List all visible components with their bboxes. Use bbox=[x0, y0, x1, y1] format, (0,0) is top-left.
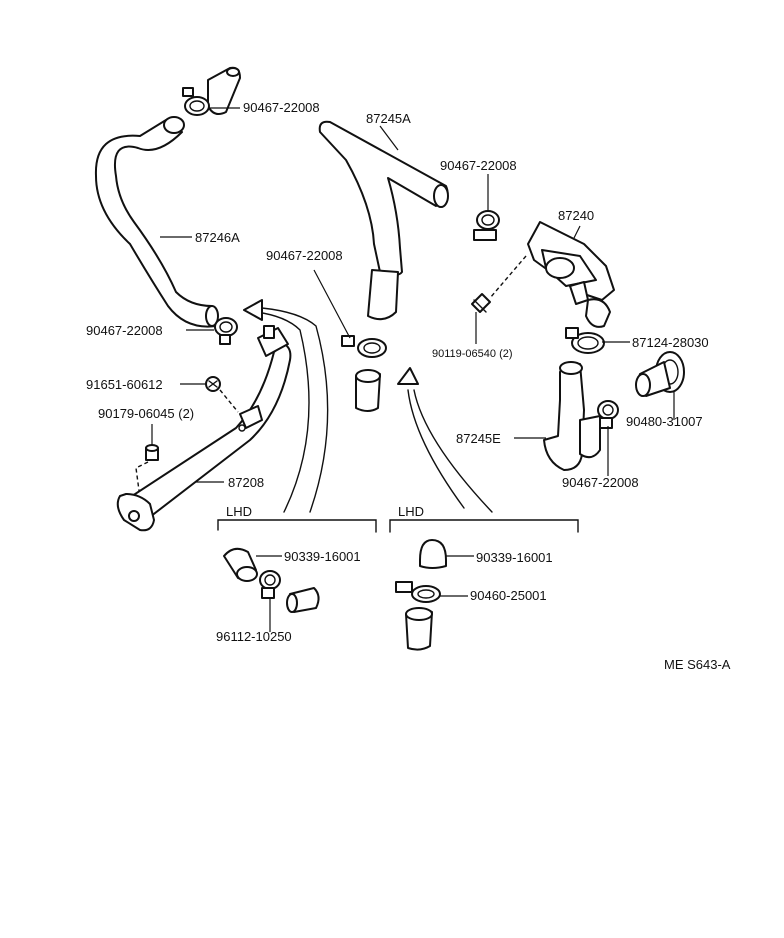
grommet-90480 bbox=[635, 351, 685, 397]
cap-right bbox=[419, 539, 447, 569]
hose-87245a bbox=[318, 120, 449, 321]
hose-clamp-right-top bbox=[473, 210, 500, 241]
hose-clamp-87124 bbox=[565, 327, 605, 354]
label-clamp-right-bottom: 90467-22008 bbox=[562, 475, 639, 490]
label-lhd-left: LHD bbox=[226, 504, 252, 519]
label-bolt-90179: 90179-06045 (2) bbox=[98, 406, 194, 421]
label-clamp-87124: 87124-28030 bbox=[632, 335, 709, 350]
lhd-right-bracket bbox=[389, 519, 579, 533]
label-hose-87245e: 87245E bbox=[456, 431, 501, 446]
hose-piece-lower-right bbox=[405, 607, 433, 651]
hose-piece-mid bbox=[355, 369, 381, 412]
hose-87245e bbox=[543, 361, 601, 471]
label-hose-87245a: 87245A bbox=[366, 111, 411, 126]
label-plug-91651: 91651-60612 bbox=[86, 377, 163, 392]
reference-code: ME S643-A bbox=[664, 657, 731, 672]
label-pipe-87208: 87208 bbox=[228, 475, 264, 490]
pipe-87208 bbox=[116, 325, 292, 532]
label-clamp-90460: 90460-25001 bbox=[470, 588, 547, 603]
label-clamp-top: 90467-22008 bbox=[243, 100, 320, 115]
bolt-90179 bbox=[145, 444, 159, 461]
lhd-left-bracket bbox=[217, 519, 377, 533]
label-grommet-90480: 90480-31007 bbox=[626, 414, 703, 429]
plug-guide-line bbox=[219, 389, 239, 413]
hose-clamp-right-bottom bbox=[597, 400, 619, 429]
screw-90119 bbox=[471, 293, 491, 313]
leader-lines bbox=[151, 107, 675, 632]
hose-96112 bbox=[286, 587, 320, 613]
hose-87246a bbox=[94, 116, 219, 328]
label-hose-87246a: 87246A bbox=[195, 230, 240, 245]
label-cap-right: 90339-16001 bbox=[476, 550, 553, 565]
label-screw-90119: 90119-06540 (2) bbox=[432, 348, 513, 360]
label-clamp-right-top: 90467-22008 bbox=[440, 158, 517, 173]
water-valve-87240 bbox=[527, 221, 615, 328]
label-cap-left: 90339-16001 bbox=[284, 549, 361, 564]
hose-clamp-90460 bbox=[395, 581, 441, 603]
flow-arrow-right bbox=[397, 367, 493, 513]
label-lhd-right: LHD bbox=[398, 504, 424, 519]
hose-clamp-top bbox=[182, 87, 210, 116]
hose-piece-top bbox=[207, 66, 241, 115]
label-clamp-mid: 90467-22008 bbox=[266, 248, 343, 263]
label-hose-96112: 96112-10250 bbox=[216, 629, 292, 644]
hose-clamp-lower-left bbox=[259, 570, 281, 599]
plug-91651 bbox=[205, 376, 221, 392]
flow-arrow-left bbox=[243, 299, 329, 513]
hose-clamp-mid bbox=[341, 335, 387, 358]
valve-guide-line bbox=[489, 255, 527, 299]
hose-clamp-left bbox=[214, 317, 238, 345]
label-clamp-left: 90467-22008 bbox=[86, 323, 163, 338]
cap-left bbox=[223, 547, 258, 582]
label-valve-87240: 87240 bbox=[558, 208, 594, 223]
